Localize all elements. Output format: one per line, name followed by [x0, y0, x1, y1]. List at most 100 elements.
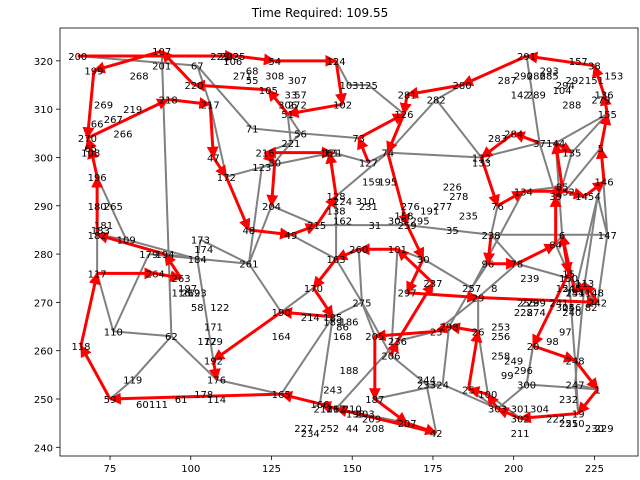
route-edge-259-30 [405, 224, 425, 260]
network-edge-187-24 [374, 383, 443, 400]
node-label-309: 309 [388, 216, 407, 227]
node-label-299: 299 [527, 298, 546, 309]
node-label-61: 61 [175, 395, 188, 406]
x-tick-label-150: 150 [343, 464, 362, 475]
node-label-135: 135 [562, 149, 581, 160]
y-tick-label-300: 300 [34, 153, 53, 164]
route-edge-132-76 [479, 156, 500, 207]
network-edge-233-206 [390, 354, 428, 386]
route-edge-73-126 [357, 112, 405, 140]
node-label-126: 126 [394, 110, 413, 121]
network-edge-101-206 [389, 249, 399, 356]
network-edge-204-215 [271, 204, 318, 227]
network-edge-67-71 [196, 65, 253, 130]
node-label-254: 254 [565, 289, 584, 300]
x-tick-label-200: 200 [504, 464, 523, 475]
route-edge-238-96 [483, 234, 496, 265]
route-edge-1-19 [577, 388, 599, 415]
x-tick-label-100: 100 [181, 464, 200, 475]
node-label-253: 253 [491, 323, 510, 334]
route-edge-303-100 [486, 393, 499, 410]
network-edge-150-78 [516, 262, 569, 280]
y-tick-label-270: 270 [34, 298, 53, 309]
node-label-242: 242 [588, 298, 607, 309]
node-label-167: 167 [327, 405, 346, 416]
node-label-164: 164 [272, 332, 291, 343]
node-label-179: 179 [139, 250, 158, 261]
node-label-288: 288 [562, 100, 581, 111]
route-edge-170-185 [312, 287, 335, 318]
network-edge-123-261 [247, 166, 263, 264]
route-edge-199-270 [82, 70, 96, 140]
node-label-278: 278 [449, 192, 468, 203]
node-label-281: 281 [398, 91, 417, 102]
node-label-168: 168 [333, 332, 352, 343]
node-label-201: 201 [152, 62, 171, 73]
node-label-275: 275 [352, 298, 371, 309]
node-label-307: 307 [288, 76, 307, 87]
node-label-189: 189 [323, 318, 342, 329]
route-edge-50-204 [266, 162, 279, 207]
node-label-277: 277 [433, 202, 452, 213]
route-edge-166-165 [280, 390, 321, 406]
node-label-236: 236 [388, 337, 407, 348]
node-label-78: 78 [511, 260, 524, 271]
route-edge-248-1 [573, 359, 599, 391]
route-edge-236-237 [396, 282, 435, 342]
node-label-71: 71 [246, 124, 259, 135]
node-label-105: 105 [259, 86, 278, 97]
node-label-196: 196 [88, 173, 107, 184]
node-label-176: 176 [207, 376, 226, 387]
node-label-310: 310 [356, 197, 375, 208]
node-label-6: 6 [559, 231, 565, 242]
network-edge-117-110 [96, 273, 115, 332]
node-label-228: 228 [514, 308, 533, 319]
node-label-100: 100 [478, 390, 497, 401]
node-label-132: 132 [472, 153, 491, 164]
node-label-214: 214 [301, 313, 320, 324]
y-tick-label-240: 240 [34, 443, 53, 454]
node-label-202: 202 [220, 52, 239, 63]
node-label-286: 286 [527, 71, 546, 82]
node-label-109: 109 [117, 236, 136, 247]
network-edge-176-165 [216, 378, 282, 396]
node-label-249: 249 [504, 356, 523, 367]
node-label-304: 304 [530, 405, 549, 416]
node-label-163: 163 [327, 255, 346, 266]
network-edge-190-261 [248, 263, 283, 313]
network-edge-236-167 [335, 340, 399, 410]
node-label-151: 151 [585, 76, 604, 87]
node-label-114: 114 [207, 395, 226, 406]
node-label-127: 127 [359, 158, 378, 169]
x-tick-label-125: 125 [262, 464, 281, 475]
node-label-134: 134 [514, 187, 533, 198]
node-label-1: 1 [594, 385, 600, 396]
route-edge-74-259 [386, 152, 411, 227]
route-edge-291-280 [460, 54, 528, 87]
route-edge-237-101 [396, 248, 434, 285]
node-label-216: 216 [255, 149, 274, 160]
route-edge-218-217 [168, 97, 212, 110]
node-label-271: 271 [233, 71, 252, 82]
node-label-209: 209 [362, 414, 381, 425]
network-edge-261-173 [200, 238, 250, 265]
node-label-239: 239 [520, 274, 539, 285]
node-label-188: 188 [339, 366, 358, 377]
network-edge-147-242 [596, 234, 609, 303]
route-edge-264-263 [154, 270, 183, 283]
node-label-39: 39 [549, 192, 562, 203]
route-edge-39-85 [551, 185, 564, 199]
network-edge-291-37 [525, 55, 541, 144]
route-edge-29-242 [478, 295, 599, 308]
node-label-29: 29 [472, 294, 485, 305]
node-label-231: 231 [359, 202, 378, 213]
route-edge-113-141 [573, 280, 587, 294]
node-label-250: 250 [565, 419, 584, 430]
node-label-183: 183 [91, 226, 110, 237]
route-edge-51-105 [267, 88, 289, 115]
node-label-259: 259 [398, 221, 417, 232]
y-tick-label-280: 280 [34, 250, 53, 261]
node-label-150: 150 [559, 274, 578, 285]
node-label-20: 20 [527, 342, 540, 353]
